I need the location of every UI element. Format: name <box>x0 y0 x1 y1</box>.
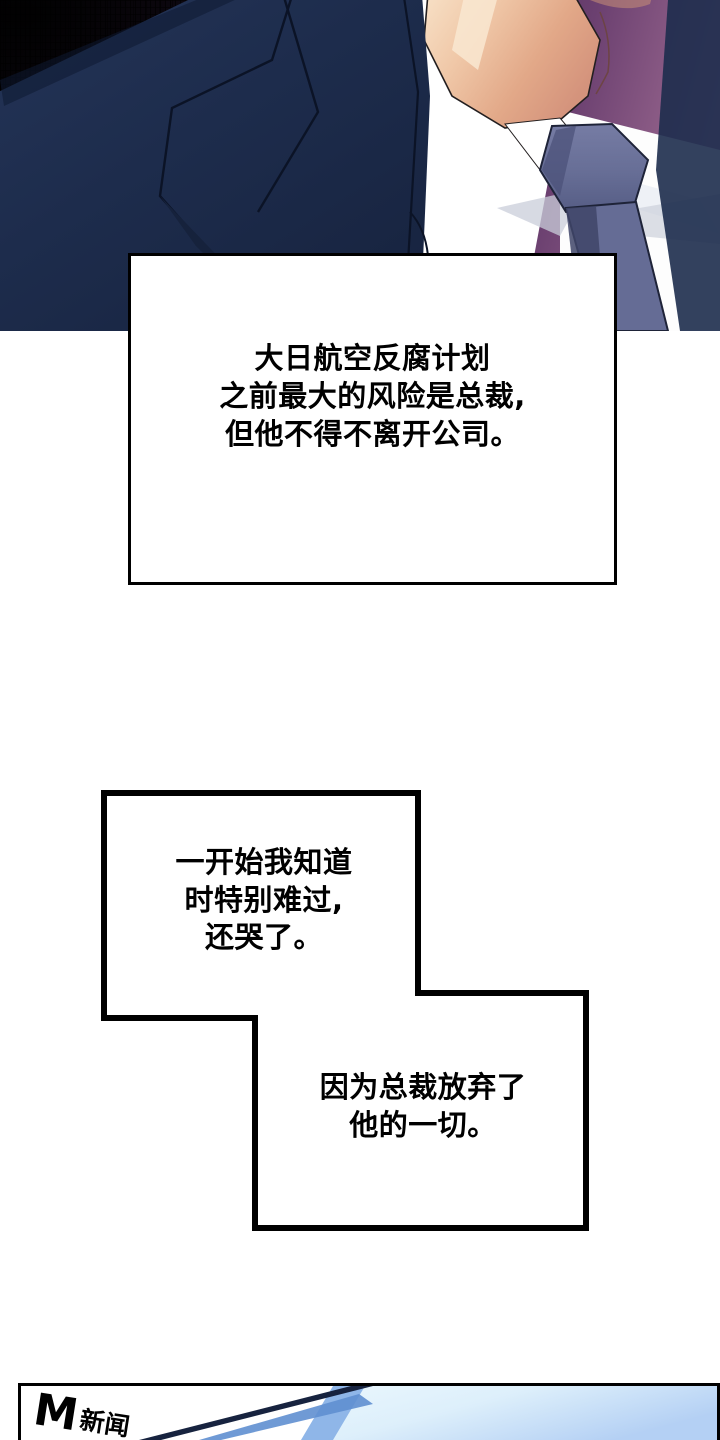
news-stripe-blue <box>199 1394 373 1440</box>
tie-knot-shadow <box>542 126 576 196</box>
narration-box-3-text: 因为总裁放弃了 他的一切。 <box>319 1070 527 1142</box>
jaw-shadow <box>590 0 652 9</box>
news-broadcast-panel: M 新闻 <box>18 1383 720 1440</box>
narration-box-2-text: 一开始我知道 时特别难过, 还哭了。 <box>175 845 353 955</box>
character-illustration <box>0 0 720 331</box>
suit-left <box>0 0 430 331</box>
stepped-box-outline <box>101 790 589 1231</box>
neck-crease <box>595 11 610 95</box>
suit-right <box>656 0 720 331</box>
narration-box-1: 大日航空反腐计划 之前最大的风险是总裁, 但他不得不离开公司。 <box>128 253 617 585</box>
news-panel-graphics <box>21 1386 717 1440</box>
lapel-line-outer <box>256 0 320 213</box>
stepped-narration-group: 一开始我知道 时特别难过, 还哭了。 因为总裁放弃了 他的一切。 <box>100 789 592 1232</box>
shoulder-shadow <box>0 0 235 106</box>
artwork-panel-man-in-suit <box>0 0 720 331</box>
suit-edge-line <box>402 0 420 331</box>
news-stripe-dark <box>139 1386 373 1440</box>
stepped-box-path <box>101 790 589 1231</box>
news-logo-label: 新闻 <box>77 1405 132 1440</box>
chin-highlight <box>452 0 497 70</box>
narration-box-1-text: 大日航空反腐计划 之前最大的风险是总裁, 但他不得不离开公司。 <box>219 341 526 451</box>
news-logo-mark: M <box>30 1384 80 1440</box>
news-blue-field <box>311 1386 717 1440</box>
